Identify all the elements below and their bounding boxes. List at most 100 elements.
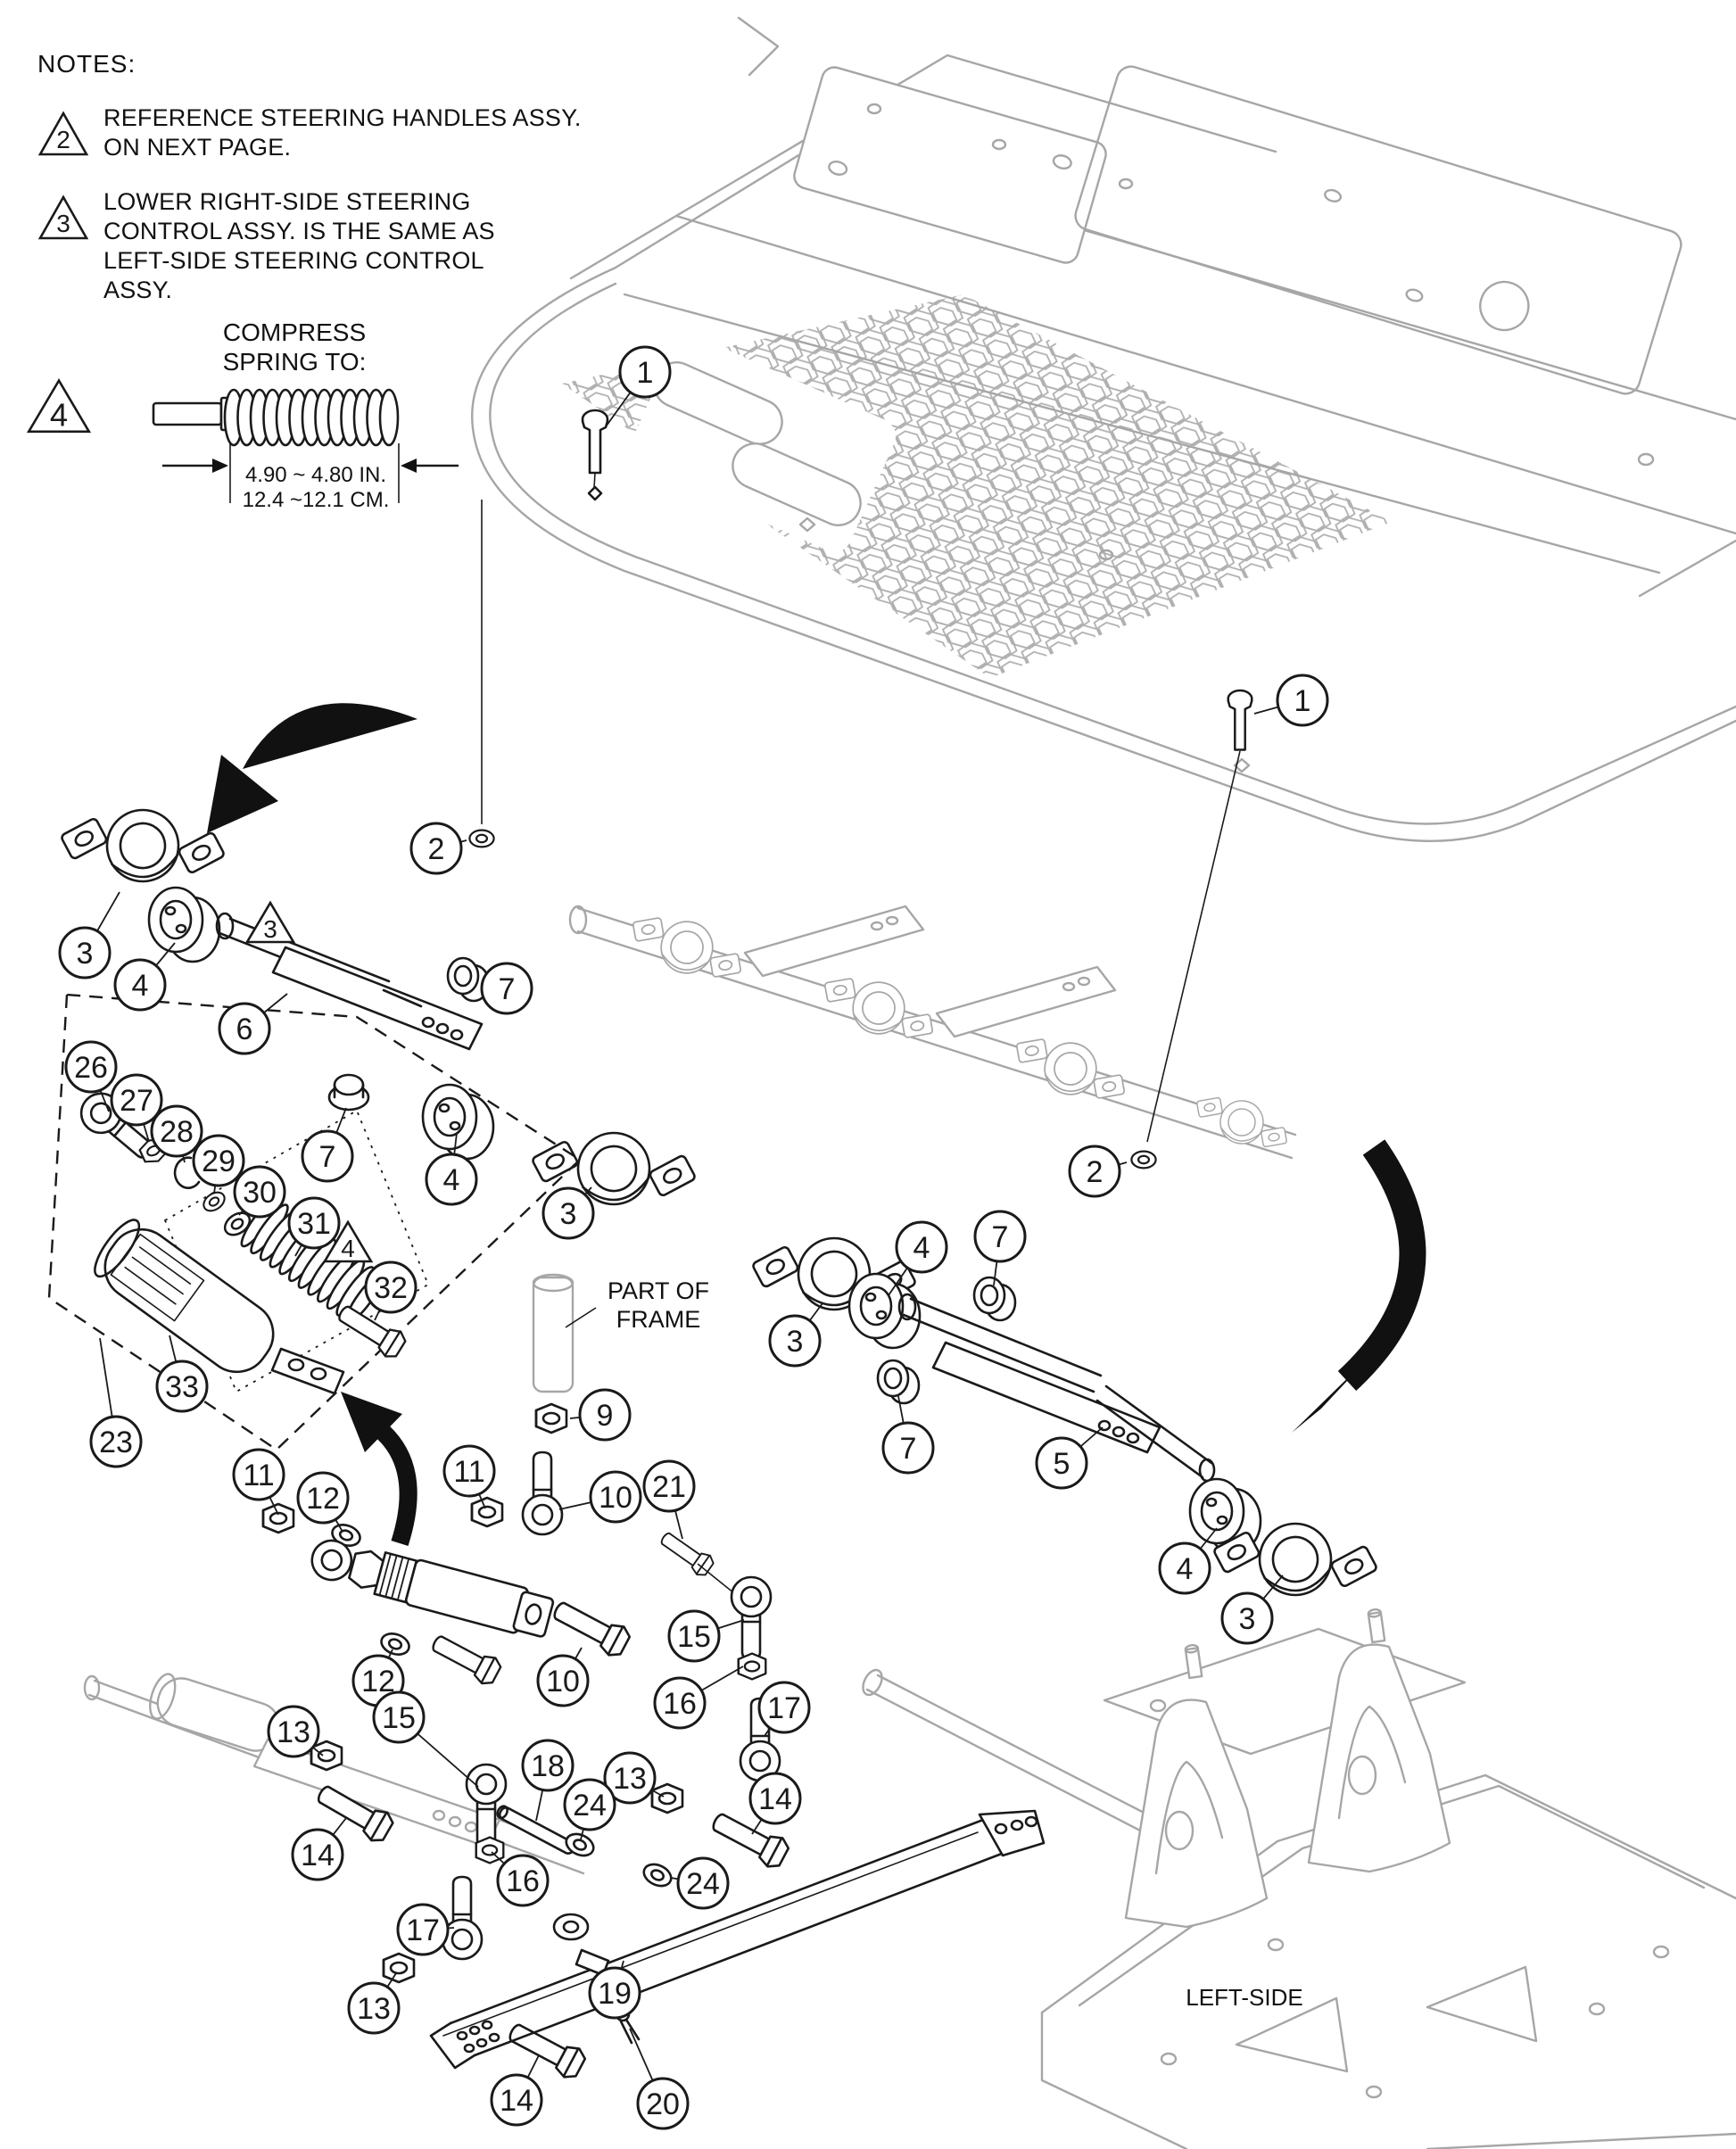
svg-text:12: 12 (306, 1482, 340, 1516)
dim-inches: 4.90 ~ 4.80 IN. (245, 463, 386, 487)
callout-13: 13 (267, 1705, 324, 1758)
svg-text:7: 7 (499, 972, 516, 1006)
link-pin (496, 1805, 576, 1855)
note-triangle-marker-2: 2 (37, 111, 89, 161)
svg-text:4: 4 (50, 396, 68, 433)
svg-text:15: 15 (382, 1701, 416, 1735)
compress-heading-2: SPRING TO: (223, 348, 367, 376)
callout-12: 12 (296, 1471, 350, 1533)
svg-text:3: 3 (263, 915, 277, 943)
svg-text:13: 13 (357, 1992, 391, 2026)
svg-text:14: 14 (758, 1782, 792, 1816)
part-of-frame-label-1: PART OF (608, 1277, 709, 1304)
svg-text:1: 1 (637, 356, 654, 390)
svg-text:4: 4 (913, 1231, 930, 1265)
svg-text:7: 7 (992, 1220, 1009, 1254)
svg-text:28: 28 (160, 1115, 194, 1149)
callout-23: 23 (89, 1337, 143, 1468)
svg-text:13: 13 (613, 1762, 647, 1796)
svg-text:13: 13 (277, 1715, 310, 1749)
svg-text:17: 17 (767, 1691, 801, 1725)
note-text-2: REFERENCE STEERING HANDLES ASSY.ON NEXT … (103, 104, 582, 161)
callout-10: 10 (558, 1470, 642, 1524)
callout-1: 1 (1253, 674, 1329, 727)
callout-5: 5 (1035, 1426, 1104, 1490)
callout-32: 32 (364, 1260, 417, 1321)
right-steering-control-assy (748, 1226, 1381, 1608)
callout-16: 16 (491, 1851, 550, 1907)
svg-text:1: 1 (1294, 684, 1311, 718)
callout-4: 4 (113, 942, 176, 1012)
svg-text:10: 10 (599, 1481, 632, 1515)
svg-text:16: 16 (663, 1687, 697, 1721)
spring-note-art (152, 388, 459, 503)
frame-deck-gray (83, 16, 1736, 2149)
callout-20: 20 (629, 2028, 690, 2130)
note-triangle-marker-3: 3 (37, 194, 89, 245)
left-steering-control-assy (57, 798, 699, 1217)
svg-text:23: 23 (99, 1426, 133, 1459)
arrow-right-icon (1292, 1353, 1373, 1433)
callout-16: 16 (653, 1665, 744, 1730)
callout-14: 14 (748, 1772, 802, 1835)
callout-21: 21 (642, 1459, 696, 1540)
damper-assembled (261, 1496, 634, 1689)
svg-text:4: 4 (443, 1163, 460, 1197)
svg-text:11: 11 (243, 1459, 274, 1492)
callout-30: 30 (233, 1165, 286, 1219)
svg-text:30: 30 (243, 1176, 277, 1210)
part-of-frame-cylinder (532, 1273, 575, 1393)
deck-bolts-and-washers (468, 409, 1253, 1170)
svg-text:26: 26 (74, 1051, 108, 1085)
svg-text:20: 20 (646, 2087, 680, 2121)
svg-text:3: 3 (1239, 1602, 1256, 1636)
svg-text:2: 2 (1087, 1155, 1104, 1189)
svg-text:11: 11 (453, 1455, 484, 1489)
callout-17: 17 (757, 1681, 811, 1737)
svg-text:19: 19 (598, 1977, 632, 2011)
dim-centimeters: 12.4 ~12.1 CM. (243, 488, 390, 512)
left-side-frame-gray (1040, 1608, 1736, 2149)
arrow-left-icon (207, 755, 278, 833)
callout-24: 24 (670, 1856, 730, 1910)
callout-7: 7 (973, 1210, 1027, 1286)
svg-text:24: 24 (573, 1789, 607, 1823)
svg-text:2: 2 (56, 126, 70, 153)
callout-4: 4 (1158, 1527, 1218, 1595)
callout-4: 4 (888, 1220, 948, 1296)
arrow-up-icon (341, 1392, 402, 1452)
callout-14: 14 (291, 1817, 347, 1881)
callout-11: 11 (232, 1448, 285, 1516)
svg-text:10: 10 (546, 1665, 580, 1699)
svg-text:3: 3 (787, 1325, 804, 1359)
svg-text:27: 27 (120, 1084, 153, 1118)
callout-7: 7 (301, 1107, 354, 1183)
callout-13: 13 (347, 1972, 401, 2035)
channel-bracket (429, 1809, 1046, 2070)
damper-bracket (270, 1347, 345, 1395)
svg-text:21: 21 (652, 1470, 686, 1504)
callout-3: 3 (541, 1186, 595, 1240)
svg-text:24: 24 (686, 1867, 720, 1901)
part-of-frame-label-2: FRAME (616, 1306, 701, 1333)
callout-19: 19 (588, 1960, 641, 2020)
callout-27: 27 (110, 1073, 163, 1143)
svg-text:5: 5 (1054, 1447, 1071, 1481)
svg-text:17: 17 (406, 1913, 440, 1947)
compress-heading-1: COMPRESS (223, 318, 366, 346)
callout-9: 9 (569, 1388, 632, 1442)
svg-text:2: 2 (428, 832, 445, 866)
triangle-note-marker-4: 4 (322, 1219, 374, 1263)
callout-2: 2 (1068, 1145, 1128, 1198)
callout-33: 33 (155, 1335, 209, 1413)
svg-text:14: 14 (500, 2084, 533, 2118)
callout-6: 6 (218, 993, 288, 1055)
svg-text:32: 32 (374, 1271, 408, 1305)
callout-29: 29 (192, 1134, 245, 1194)
frame-link-chain (521, 1402, 781, 1782)
callout-3: 3 (58, 891, 120, 979)
